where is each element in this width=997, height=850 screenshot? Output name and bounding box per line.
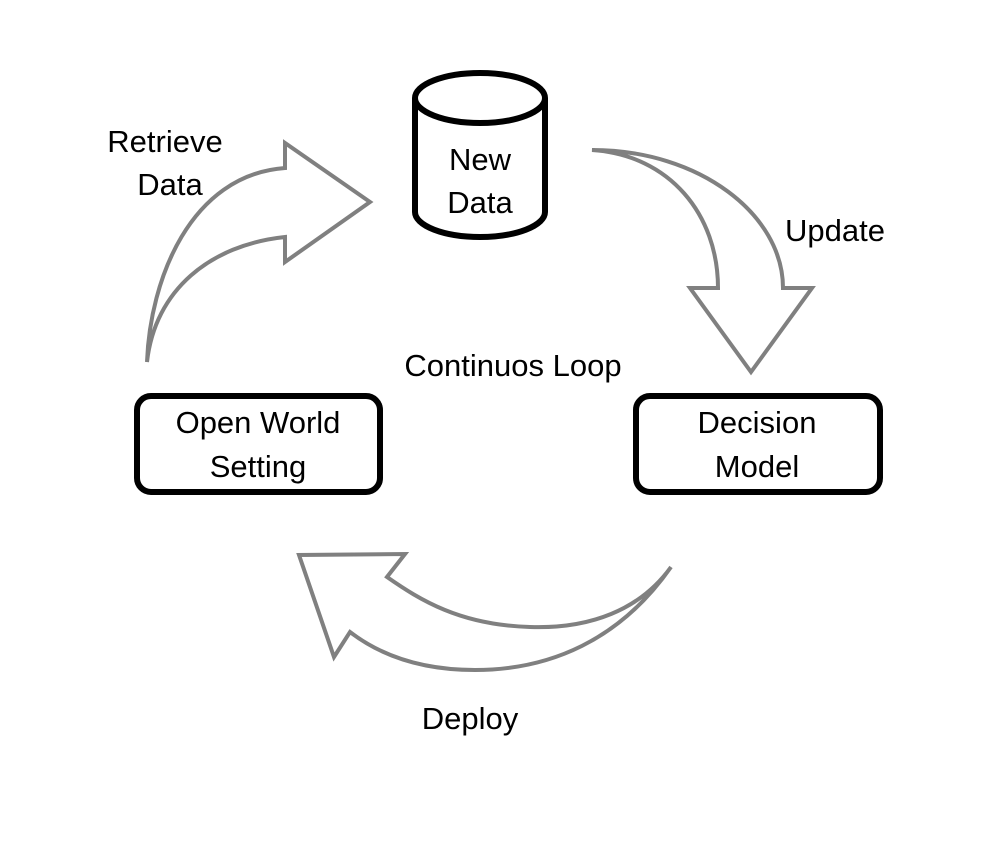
diagram-title: Continuos Loop	[404, 348, 621, 383]
decision-model-label-line2: Model	[715, 449, 799, 484]
update-arrow	[591, 148, 816, 376]
node-decision-model: Decision Model	[633, 393, 883, 495]
deploy-label: Deploy	[422, 701, 519, 736]
decision-model-box	[633, 393, 883, 495]
retrieve-data-arrow	[145, 139, 374, 363]
open-world-label-line1: Open World	[176, 405, 341, 440]
new-data-label-line2: Data	[447, 185, 513, 220]
node-open-world-setting: Open World Setting	[134, 393, 383, 495]
retrieve-data-label-line1: Retrieve	[107, 124, 222, 159]
decision-model-label-line1: Decision	[698, 405, 817, 440]
open-world-label-line2: Setting	[210, 449, 307, 484]
cylinder-body	[412, 98, 548, 240]
cylinder-top	[412, 70, 548, 126]
node-new-data: New Data	[412, 70, 548, 240]
new-data-label-line1: New	[449, 142, 512, 177]
update-label: Update	[785, 213, 885, 248]
deploy-arrow	[296, 551, 673, 673]
retrieve-data-label-line2: Data	[137, 167, 203, 202]
open-world-setting-box	[134, 393, 383, 495]
